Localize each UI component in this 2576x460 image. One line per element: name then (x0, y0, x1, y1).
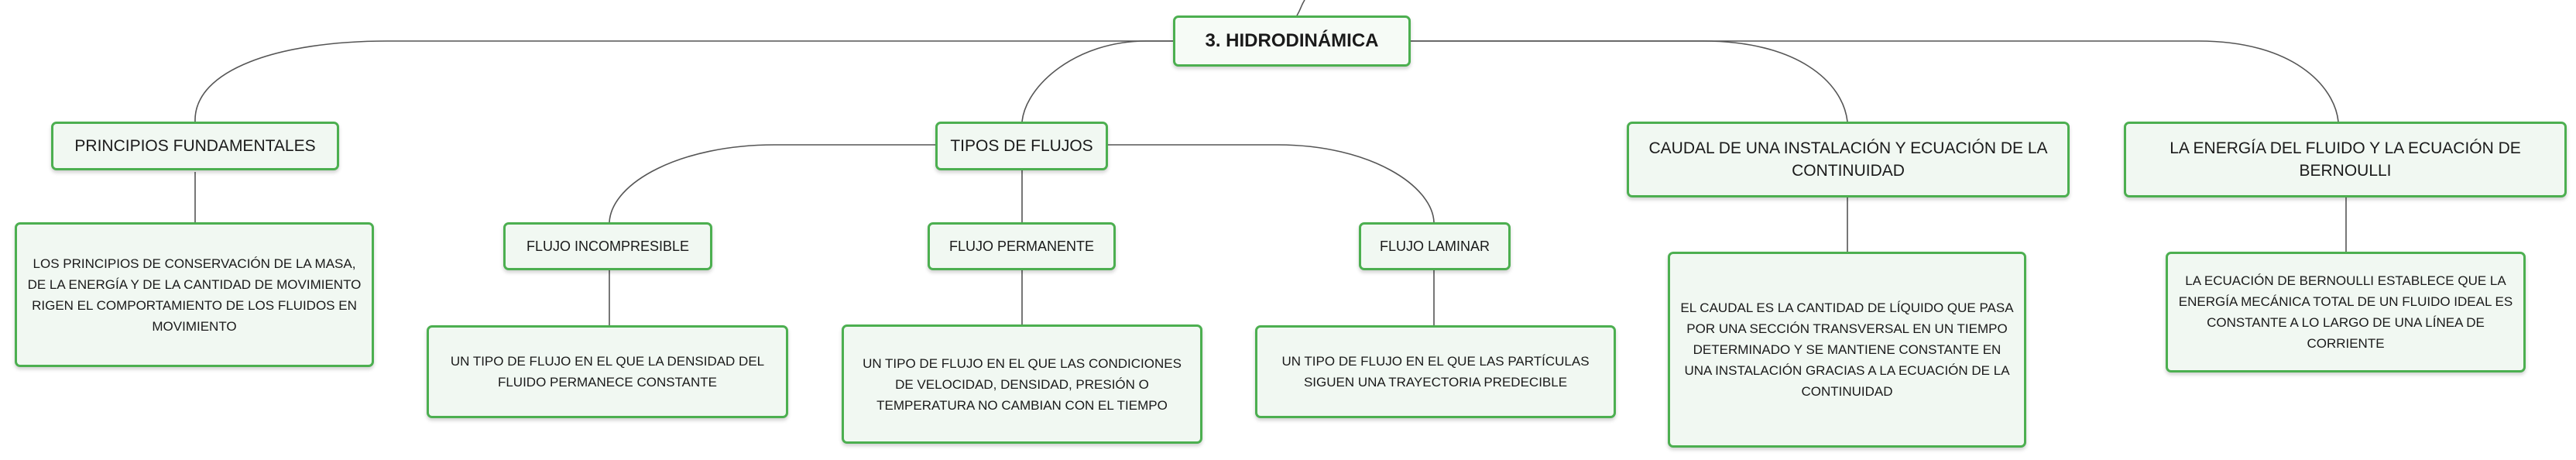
detail-text: LA ECUACIÓN DE BERNOULLI ESTABLECE QUE L… (2178, 273, 2513, 351)
connector-root-parent (1296, 0, 1305, 16)
topic-label: CAUDAL DE UNA INSTALACIÓN Y ECUACIÓN DE … (1648, 139, 2048, 180)
topic-label: LA ENERGÍA DEL FLUIDO Y LA ECUACIÓN DE B… (2170, 139, 2521, 180)
root-node[interactable]: 3. HIDRODINÁMICA (1173, 15, 1411, 67)
connector-root-bernoulli (1411, 40, 2339, 122)
connector-tipos-laminar (1106, 144, 1435, 223)
flow-type-permanente[interactable]: FLUJO PERMANENTE (928, 222, 1116, 270)
topic-label: PRINCIPIOS FUNDAMENTALES (74, 137, 316, 155)
flow-type-incompresible[interactable]: FLUJO INCOMPRESIBLE (503, 222, 712, 270)
detail-text: UN TIPO DE FLUJO EN EL QUE LAS PARTÍCULA… (1281, 354, 1590, 390)
flow-type-label: FLUJO PERMANENTE (948, 238, 1095, 254)
connector-root-caudal (1411, 40, 1848, 122)
detail-principios[interactable]: LOS PRINCIPIOS DE CONSERVACIÓN DE LA MAS… (15, 222, 374, 367)
topic-energia-bernoulli[interactable]: LA ENERGÍA DEL FLUIDO Y LA ECUACIÓN DE B… (2124, 122, 2567, 197)
detail-text: UN TIPO DE FLUJO EN EL QUE LAS CONDICION… (863, 355, 1182, 413)
connector-root-tipos (1021, 40, 1173, 122)
detail-incompresible[interactable]: UN TIPO DE FLUJO EN EL QUE LA DENSIDAD D… (427, 325, 788, 418)
detail-permanente[interactable]: UN TIPO DE FLUJO EN EL QUE LAS CONDICION… (842, 324, 1202, 444)
root-label: 3. HIDRODINÁMICA (1205, 30, 1379, 51)
detail-text: LOS PRINCIPIOS DE CONSERVACIÓN DE LA MAS… (27, 256, 362, 334)
connector-root-principios (194, 40, 1173, 122)
topic-label: TIPOS DE FLUJOS (950, 137, 1093, 155)
flow-type-laminar[interactable]: FLUJO LAMINAR (1359, 222, 1511, 270)
flow-type-label: FLUJO INCOMPRESIBLE (526, 238, 690, 254)
topic-principios-fundamentales[interactable]: PRINCIPIOS FUNDAMENTALES (51, 122, 339, 170)
topic-caudal-continuidad[interactable]: CAUDAL DE UNA INSTALACIÓN Y ECUACIÓN DE … (1627, 122, 2070, 197)
detail-laminar[interactable]: UN TIPO DE FLUJO EN EL QUE LAS PARTÍCULA… (1255, 325, 1616, 418)
topic-tipos-de-flujos[interactable]: TIPOS DE FLUJOS (935, 122, 1108, 170)
detail-text: UN TIPO DE FLUJO EN EL QUE LA DENSIDAD D… (450, 354, 765, 390)
detail-caudal[interactable]: EL CAUDAL ES LA CANTIDAD DE LÍQUIDO QUE … (1668, 252, 2026, 448)
flow-type-label: FLUJO LAMINAR (1379, 238, 1490, 254)
detail-bernoulli[interactable]: LA ECUACIÓN DE BERNOULLI ESTABLECE QUE L… (2166, 252, 2526, 372)
connector-tipos-incompresible (609, 144, 935, 223)
detail-text: EL CAUDAL ES LA CANTIDAD DE LÍQUIDO QUE … (1680, 300, 2014, 399)
